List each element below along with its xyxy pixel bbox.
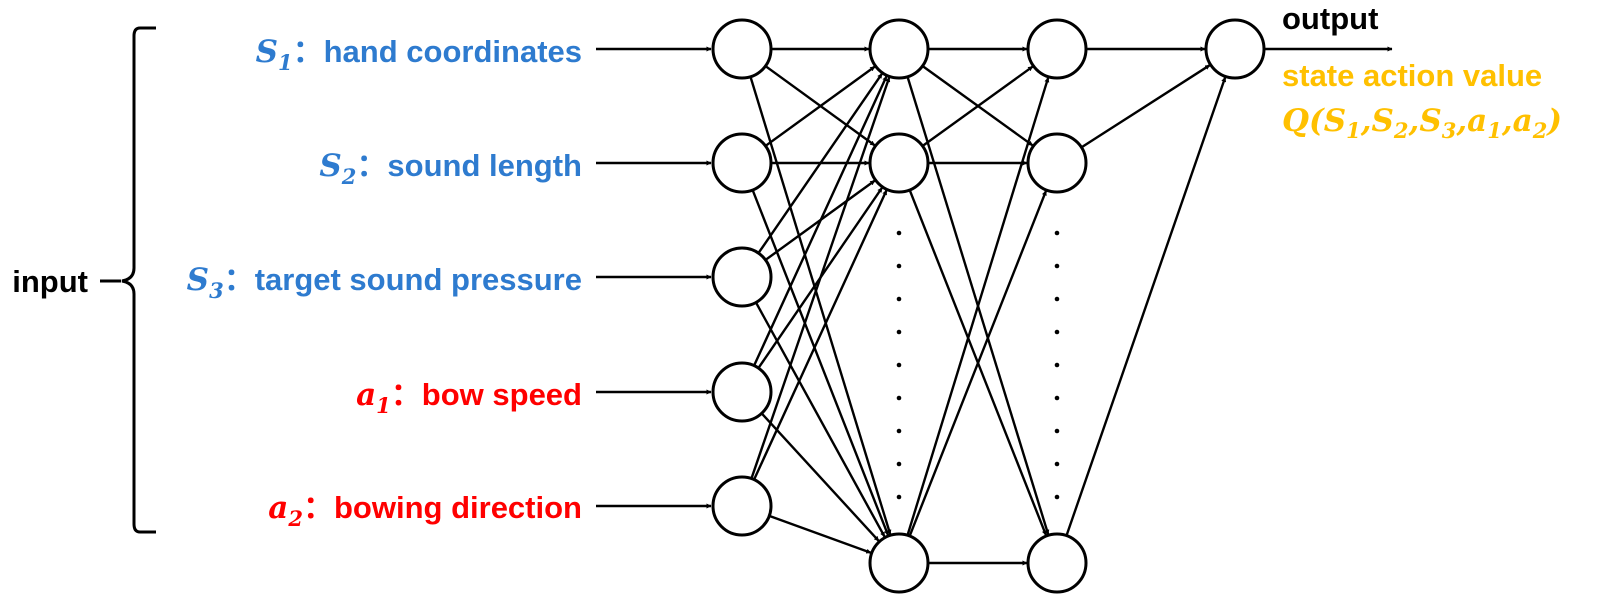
input-separator: ： — [224, 262, 255, 297]
formula-open-paren: ( — [1309, 103, 1325, 139]
input-label-text: sound length — [387, 148, 582, 183]
ellipsis-dot — [1054, 296, 1060, 302]
hidden-layer-1 — [868, 18, 930, 594]
connection-arrow — [752, 189, 888, 481]
input-neuron — [711, 132, 773, 194]
input-label-a1: a1：bow speed — [356, 377, 582, 418]
formula-arg-subscript: 3 — [1442, 118, 1457, 143]
ellipsis-dot — [896, 230, 902, 236]
hidden-neuron — [1026, 132, 1088, 194]
input-label-s3: S3：target sound pressure — [187, 262, 582, 303]
hidden-neuron — [868, 132, 930, 194]
input-neuron — [711, 246, 773, 308]
connection-arrow — [757, 73, 883, 254]
ellipsis-dot — [1054, 263, 1060, 269]
formula-arg-symbol: a — [1467, 103, 1487, 139]
connection-arrow — [908, 190, 1048, 537]
formula-separator: , — [1360, 103, 1372, 139]
input-label-text: target sound pressure — [255, 262, 582, 297]
input-symbol: a — [268, 490, 288, 526]
input-symbol: a — [356, 377, 376, 413]
input-brace — [121, 26, 156, 534]
formula-arg-subscript: 2 — [1532, 118, 1548, 143]
ellipsis-dot — [1054, 362, 1060, 368]
output-label: output — [1282, 1, 1378, 36]
connection-arrow — [752, 75, 888, 367]
input-label-text: bow speed — [422, 377, 582, 412]
formula-arg-symbol: S — [1324, 103, 1346, 139]
input-subscript: 3 — [209, 278, 224, 303]
input-subscript: 2 — [287, 506, 303, 531]
input-label-text: hand coordinates — [324, 34, 582, 69]
connection-arrow — [1065, 76, 1227, 536]
formula-arg-symbol: S — [1419, 103, 1441, 139]
formula-arg-symbol: S — [1372, 103, 1394, 139]
formula-arg-subscript: 2 — [1393, 118, 1409, 143]
input-group-label: input — [12, 264, 88, 299]
input-separator: ： — [356, 148, 387, 183]
hidden-neuron — [1026, 532, 1088, 594]
input-separator: ： — [293, 34, 324, 69]
formula-arg-subscript: 1 — [1487, 118, 1502, 143]
ellipsis-dot — [896, 263, 902, 269]
ellipsis-dot — [896, 296, 902, 302]
input-subscript: 2 — [341, 164, 357, 189]
ellipsis-dot — [1054, 329, 1060, 335]
formula-separator: , — [1408, 103, 1420, 139]
input-label-s1: S1：hand coordinates — [256, 34, 582, 75]
input-symbol: S — [187, 262, 209, 298]
formula-separator: , — [1455, 103, 1467, 139]
input-neuron — [711, 361, 773, 423]
hidden-neuron — [868, 18, 930, 80]
ellipsis-dots — [1054, 230, 1060, 500]
output-neuron — [1204, 18, 1266, 80]
ellipsis-dot — [896, 395, 902, 401]
formula-function: Q — [1282, 103, 1309, 139]
hidden-neuron — [868, 532, 930, 594]
state-action-value-label: state action value — [1282, 58, 1542, 93]
ellipsis-dot — [1054, 461, 1060, 467]
connection-arrow — [751, 189, 890, 536]
ellipsis-dot — [896, 329, 902, 335]
input-neuron — [711, 18, 773, 80]
ellipsis-dot — [896, 362, 902, 368]
formula-arg-subscript: 1 — [1346, 118, 1361, 143]
formula-close-paren: ) — [1545, 103, 1562, 139]
connection-arrow — [749, 76, 892, 535]
input-subscript: 1 — [376, 393, 391, 418]
connection-arrow — [1080, 64, 1211, 149]
formula-arg-symbol: a — [1513, 103, 1533, 139]
connection-arrow — [768, 514, 872, 554]
input-symbol: S — [319, 148, 341, 184]
ellipsis-dot — [1054, 230, 1060, 236]
connection-arrow — [764, 65, 876, 147]
input-subscript: 1 — [278, 50, 293, 75]
ellipsis-dot — [896, 428, 902, 434]
network-connections — [596, 46, 1393, 566]
ellipsis-dot — [896, 461, 902, 467]
output-layer — [1204, 18, 1266, 80]
q-formula: Q(S1,S2,S3,a1,a2) — [1282, 103, 1562, 143]
hidden-neuron — [1026, 18, 1088, 80]
input-layer — [711, 18, 773, 537]
input-label-text: bowing direction — [334, 490, 582, 525]
ellipsis-dot — [1054, 395, 1060, 401]
input-separator: ： — [303, 490, 334, 525]
hidden-layer-2 — [1026, 18, 1088, 594]
connection-arrow — [750, 76, 891, 479]
formula-separator: , — [1501, 103, 1513, 139]
input-label-s2: S2：sound length — [319, 148, 582, 189]
input-separator: ： — [391, 377, 422, 412]
ellipsis-dots — [896, 230, 902, 500]
input-symbol: S — [256, 34, 278, 70]
connection-arrow — [906, 77, 1050, 536]
ellipsis-dot — [896, 494, 902, 500]
connection-arrow — [760, 412, 880, 542]
ellipsis-dot — [1054, 428, 1060, 434]
ellipsis-dot — [1054, 494, 1060, 500]
input-neuron — [711, 475, 773, 537]
input-label-a2: a2：bowing direction — [268, 490, 582, 531]
connection-arrow — [921, 65, 1034, 148]
